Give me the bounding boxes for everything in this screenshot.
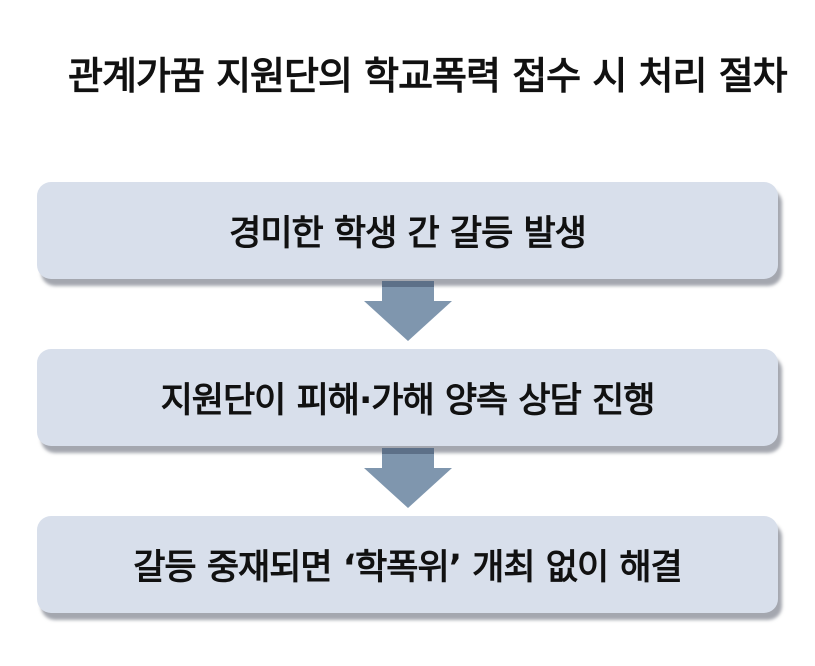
step-3-box: 갈등 중재되면 ‘학폭위’ 개최 없이 해결	[37, 516, 778, 613]
step-1-box: 경미한 학생 간 갈등 발생	[37, 182, 778, 279]
step-2-label: 지원단이 피해·가해 양측 상담 진행	[160, 381, 656, 421]
step-1-label: 경미한 학생 간 갈등 발생	[229, 214, 587, 254]
diagram-title: 관계가꿈 지원단의 학교폭력 접수 시 처리 절차	[68, 54, 788, 98]
step-3-label: 갈등 중재되면 ‘학폭위’ 개최 없이 해결	[133, 548, 683, 588]
arrow-down-icon	[364, 281, 452, 341]
arrow-down-icon	[364, 448, 452, 508]
step-2-box: 지원단이 피해·가해 양측 상담 진행	[37, 349, 778, 446]
